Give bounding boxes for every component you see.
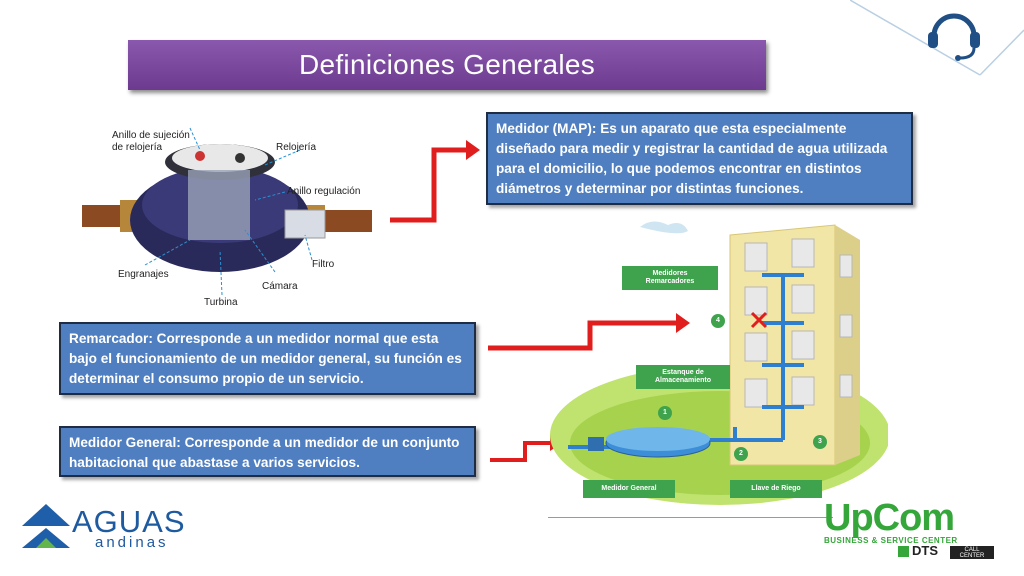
box-medidor: Medidor (MAP): Es un aparato que esta es…: [486, 112, 913, 205]
box-medidor-general: Medidor General: Corresponde a un medido…: [59, 426, 476, 477]
arrow-head-medidor: [466, 140, 480, 160]
call-center-badge: CALL CENTER: [950, 546, 994, 559]
diagram-marker-4: 4: [711, 314, 725, 328]
label-anillo-sujecion: Anillo de sujeción: [112, 130, 190, 141]
dts-logo-mark: [898, 546, 909, 557]
box-remarcador: Remarcador: Corresponde a un medidor nor…: [59, 322, 476, 395]
aguas-logo-text: AGUAS: [72, 504, 186, 539]
water-meter-illustration: [82, 127, 372, 296]
diagram-marker-2: 2: [734, 447, 748, 461]
caption-remarcadores: Medidores Remarcadores: [622, 266, 718, 290]
title-bar: Definiciones Generales: [128, 40, 766, 90]
label-camara: Cámara: [262, 281, 298, 292]
label-relojeria-line2: de relojería: [112, 142, 163, 153]
andinas-logo-text: andinas: [95, 534, 169, 551]
arrow-head-remarcador: [676, 313, 690, 333]
caption-medidor-general: Medidor General: [583, 480, 675, 498]
headset-icon: [928, 13, 980, 61]
dts-logo-text: DTS: [912, 543, 938, 558]
label-filtro: Filtro: [312, 259, 335, 270]
aguas-andinas-logo-icon: [22, 504, 70, 548]
footer-divider: [548, 517, 833, 518]
water-system-diagram: [550, 221, 888, 505]
diagram-marker-1: 1: [658, 406, 672, 420]
upcom-subtitle: BUSINESS & SERVICE CENTER: [824, 536, 958, 545]
label-anillo-regulacion: Anillo regulación: [287, 186, 361, 197]
headset-decoration: [850, 0, 1024, 76]
label-engranajes: Engranajes: [118, 269, 169, 280]
label-relojeria: Relojería: [276, 142, 317, 153]
diagram-marker-3: 3: [813, 435, 827, 449]
label-turbina: Turbina: [204, 297, 238, 308]
page-title: Definiciones Generales: [298, 49, 596, 80]
caption-llave-riego: Llave de Riego: [730, 480, 822, 498]
upcom-logo: UpCom: [824, 497, 955, 539]
caption-estanque: Estanque de Almacenamiento: [636, 365, 730, 389]
